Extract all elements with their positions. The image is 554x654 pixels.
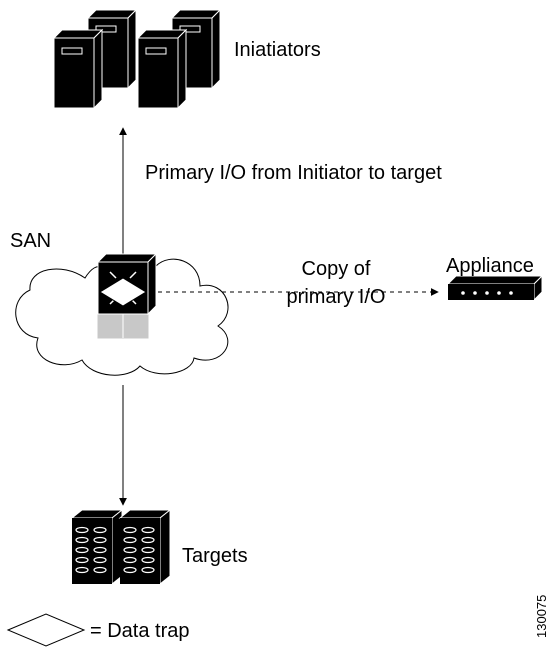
copy-label-line2: primary I/O (287, 286, 386, 308)
legend-label: = Data trap (90, 620, 190, 642)
copy-label-line1: Copy of (302, 258, 371, 280)
appliance-icon (446, 274, 544, 302)
targets-label: Targets (182, 545, 248, 567)
san-label: SAN (10, 230, 51, 252)
server-tower-icon (52, 8, 222, 110)
primary-io-label: Primary I/O from Initiator to target (145, 162, 442, 184)
data-trap-diamond (99, 277, 147, 307)
storage-array-icon (70, 508, 172, 586)
figure-id: 130075 (534, 595, 549, 638)
diamond-icon (6, 613, 86, 647)
appliance-label: Appliance (446, 255, 534, 277)
fabric-switch-icon (96, 252, 158, 339)
initiators-label: Iniatiators (234, 39, 321, 61)
